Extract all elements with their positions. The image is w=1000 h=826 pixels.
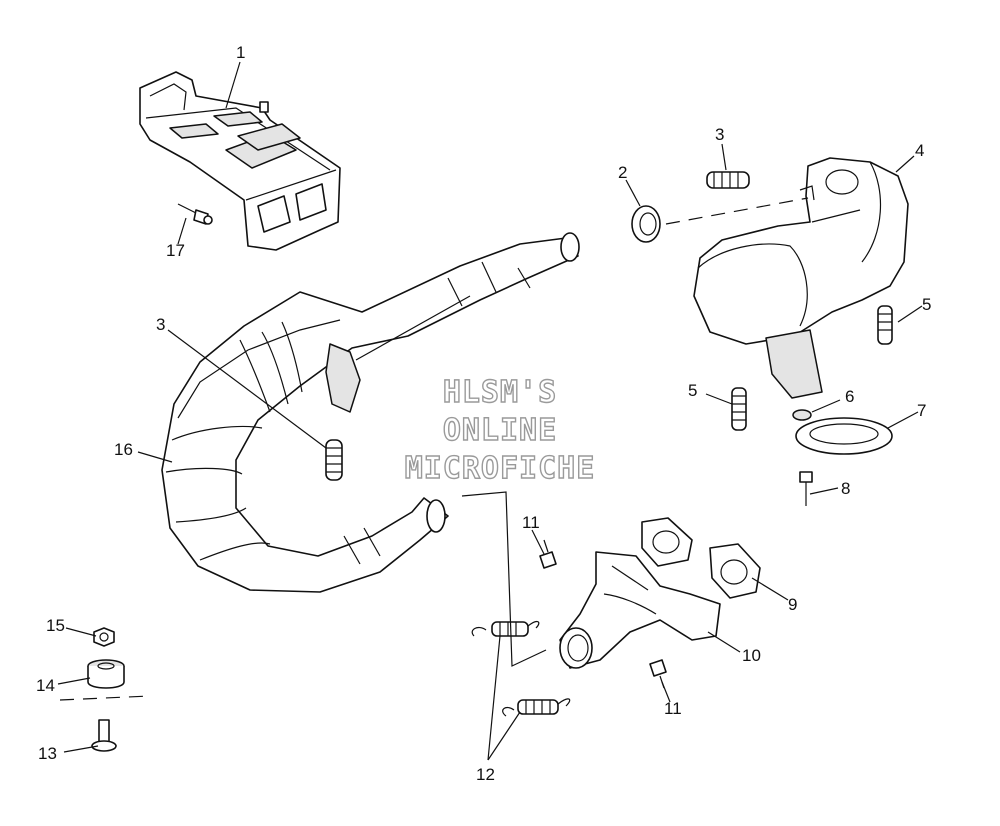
watermark-line-2: ONLINE	[443, 413, 557, 448]
part-8-screw[interactable]	[799, 471, 813, 506]
callout-3-upper: 3	[715, 125, 724, 144]
assembly-line-hardware	[59, 695, 151, 701]
callout-16: 16	[114, 440, 133, 459]
part-5-spring-right[interactable]	[877, 305, 893, 345]
part-3-spring-upper[interactable]	[706, 171, 750, 189]
callout-17: 17	[166, 241, 185, 260]
part-12-spring-lower[interactable]	[502, 698, 571, 717]
callout-5-left: 5	[688, 381, 697, 400]
part-9-exhaust-gasket-right[interactable]	[709, 543, 761, 599]
part-3-spring-lower[interactable]	[325, 439, 343, 481]
assembly-line-gasket	[665, 197, 809, 225]
part-2-gasket-ring[interactable]	[631, 205, 661, 243]
part-17-rivet[interactable]	[177, 203, 213, 225]
callout-11-upper: 11	[522, 513, 540, 532]
part-1-exhaust-bracket[interactable]	[139, 71, 341, 251]
part-5-spring-left[interactable]	[731, 387, 747, 431]
part-6-washer[interactable]	[792, 409, 812, 421]
part-11-bolt-upper[interactable]	[539, 539, 557, 569]
callout-13: 13	[38, 744, 57, 763]
part-4-muffler[interactable]	[693, 157, 909, 399]
leader-lines	[57, 61, 923, 761]
watermark-line-3: MICROFICHE	[405, 451, 596, 486]
callout-1: 1	[236, 43, 245, 62]
callout-10: 10	[742, 646, 761, 665]
watermark-line-1: HLSM'S	[443, 375, 557, 410]
part-16-exhaust-pipe[interactable]	[161, 232, 580, 593]
callout-5-right: 5	[922, 295, 931, 314]
callout-6: 6	[845, 387, 854, 406]
part-10-exhaust-manifold[interactable]	[559, 551, 721, 669]
part-11-bolt-lower[interactable]	[649, 659, 667, 689]
callout-9: 9	[788, 595, 797, 614]
part-13-bolt[interactable]	[91, 719, 117, 752]
part-9-exhaust-gasket-left[interactable]	[641, 517, 693, 567]
part-14-bushing[interactable]	[87, 659, 125, 689]
callout-4: 4	[915, 141, 924, 160]
callout-14: 14	[36, 676, 55, 695]
part-12-spring-upper[interactable]	[471, 620, 540, 637]
callout-11-lower: 11	[664, 699, 682, 718]
callout-7: 7	[917, 401, 926, 420]
part-15-nut[interactable]	[93, 627, 115, 647]
callout-12: 12	[476, 765, 495, 784]
callout-2: 2	[618, 163, 627, 182]
callout-15: 15	[46, 616, 65, 635]
assembly-line-springs	[461, 491, 547, 667]
part-7-seal[interactable]	[795, 417, 893, 455]
callout-8: 8	[841, 479, 850, 498]
callout-3-lower: 3	[156, 315, 165, 334]
